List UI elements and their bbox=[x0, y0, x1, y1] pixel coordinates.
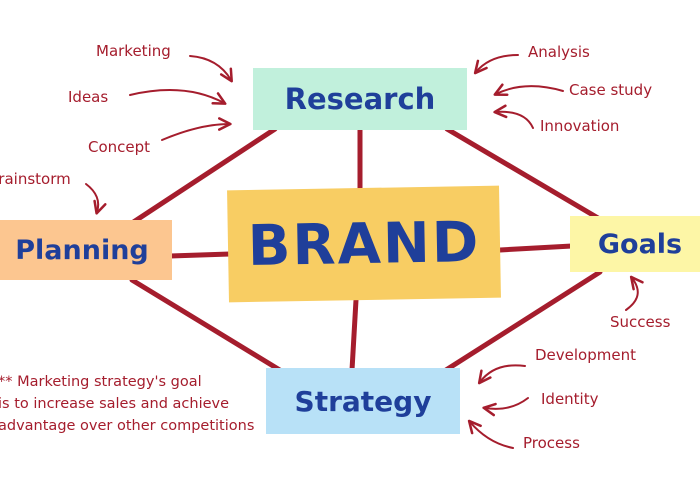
arrow-process bbox=[467, 419, 514, 449]
connector-lines bbox=[129, 126, 603, 375]
label-brainstorm: Brainstorm bbox=[0, 170, 71, 188]
arrow-marketing bbox=[189, 55, 233, 83]
label-ideas: Ideas bbox=[68, 88, 109, 106]
line-research-planning bbox=[129, 126, 278, 226]
arrow-ideas bbox=[129, 89, 227, 105]
label-process: Process bbox=[523, 434, 580, 452]
note-line-2: is to increase sales and achieve bbox=[0, 396, 230, 412]
note-line-1: ** Marketing strategy's goal bbox=[0, 374, 202, 390]
label-concept: Concept bbox=[88, 138, 151, 156]
line-planning-brand bbox=[167, 251, 233, 259]
arrow-innovation bbox=[493, 104, 534, 129]
arrow-identity bbox=[482, 397, 529, 417]
line-research-goals bbox=[444, 126, 601, 221]
label-analysis: Analysis bbox=[528, 43, 590, 61]
goals-box: Goals bbox=[570, 216, 700, 272]
note-line-3: advantage over other competitions bbox=[0, 418, 255, 434]
arrow-analysis bbox=[473, 54, 519, 75]
label-success: Success bbox=[610, 313, 671, 331]
label-development: Development bbox=[535, 346, 636, 364]
line-planning-strategy bbox=[129, 277, 286, 375]
label-innovation: Innovation bbox=[540, 117, 620, 135]
arrow-case-study bbox=[493, 83, 564, 97]
line-strategy-brand bbox=[349, 297, 359, 373]
line-goals-brand bbox=[497, 243, 575, 253]
line-goals-strategy bbox=[443, 269, 603, 373]
arrow-development bbox=[477, 364, 526, 385]
marketing-strategy-note: ** Marketing strategy's goal is to incre… bbox=[0, 371, 278, 437]
arrow-success bbox=[625, 275, 644, 311]
research-box: Research bbox=[253, 68, 467, 130]
arrow-concept bbox=[161, 117, 232, 141]
label-case-study: Case study bbox=[569, 81, 653, 99]
arrows bbox=[85, 54, 644, 449]
label-marketing: Marketing bbox=[96, 42, 171, 60]
brand-center-box: BRAND bbox=[227, 185, 501, 303]
arrow-brainstorm bbox=[85, 183, 107, 215]
label-identity: Identity bbox=[541, 390, 599, 408]
planning-box: Planning bbox=[0, 220, 172, 280]
strategy-box: Strategy bbox=[266, 368, 460, 434]
